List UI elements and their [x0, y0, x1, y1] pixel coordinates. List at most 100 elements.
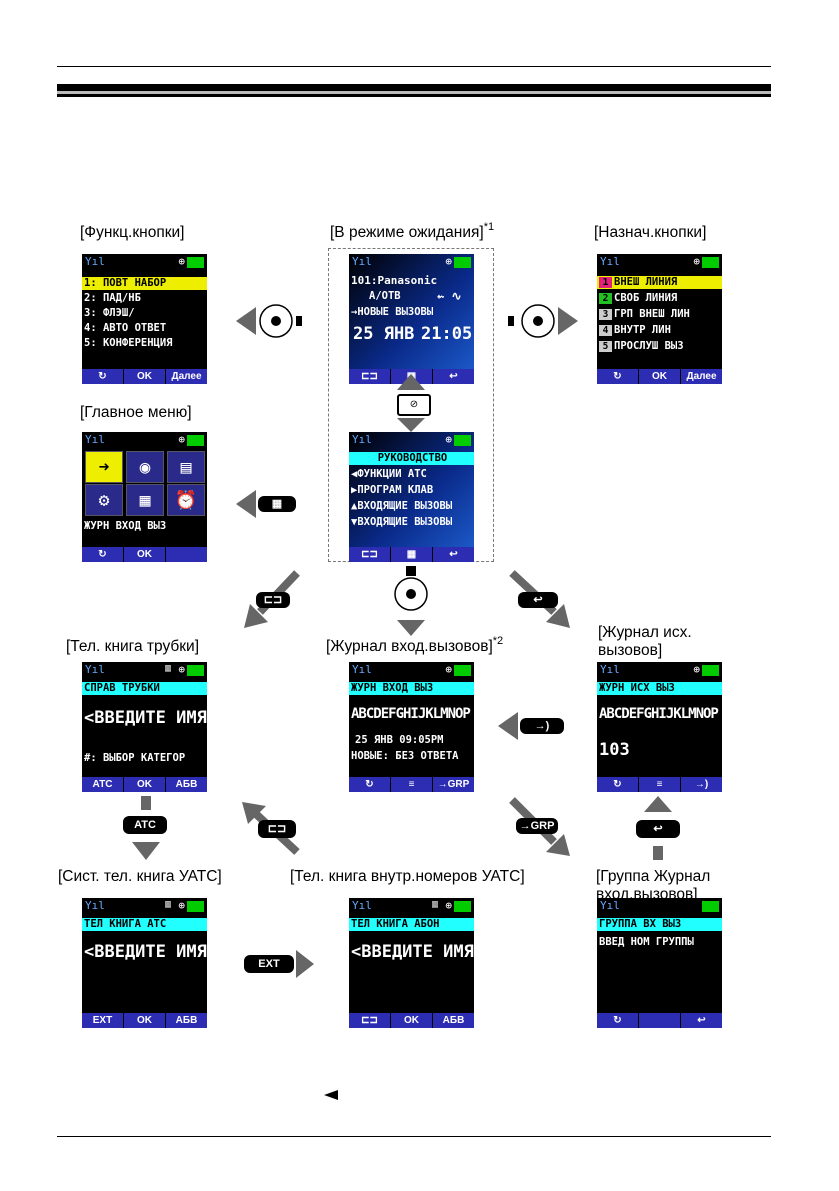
key-number: 4 — [599, 325, 612, 336]
arrow-diag-down-left — [244, 604, 268, 628]
battery-icon — [702, 257, 719, 268]
softkey-redial[interactable]: ↩ — [432, 369, 474, 384]
softkey-back[interactable]: ↻ — [613, 1015, 622, 1026]
softkey-ok[interactable]: OK — [123, 1013, 165, 1028]
alarm-icon[interactable]: ⏰ — [167, 484, 205, 516]
incoming-call-icon[interactable]: ➜ — [85, 451, 123, 483]
menu-row[interactable]: 3: ФЛЭШ/ — [84, 307, 135, 319]
call-arrow-icon: → — [351, 306, 358, 318]
guide-row[interactable]: ▲ВХОДЯЩИЕ ВЫЗОВЫ — [351, 500, 453, 512]
softkey-abc[interactable]: АБВ — [165, 1013, 207, 1028]
battery-icon — [187, 435, 204, 446]
calculator-icon[interactable]: ▦ — [126, 484, 164, 516]
softkey-empty — [165, 547, 207, 562]
softkey-back[interactable]: ↻ — [365, 779, 374, 790]
battery-icon — [454, 435, 471, 446]
arrow-right — [296, 950, 314, 978]
book-icon: ▥ — [164, 663, 171, 674]
caption-incoming-log: [Журнал вход.вызовов]*2 — [326, 635, 503, 657]
status-bar: Yıl⊕ — [597, 254, 722, 270]
incoming-title: ЖУРН ВХОД ВЫЗ — [349, 682, 474, 695]
ext-title: ТЕЛ КНИГА АБОН — [349, 918, 474, 931]
ext-prompt[interactable]: <ВВЕДИТЕ ИМЯ> — [351, 942, 474, 962]
status-bar: Yıl⊕ — [349, 432, 474, 448]
softkey-ok[interactable]: OK — [123, 547, 165, 562]
nav-key-icon: ⊕ — [178, 899, 185, 912]
softkey-menu[interactable]: ≡ — [638, 777, 680, 792]
antenna-icon: Yıl — [600, 255, 620, 268]
battery-icon — [454, 257, 471, 268]
softkey-phonebook[interactable]: ⊏⊐ — [361, 1015, 378, 1026]
guide-row[interactable]: ▶ПРОГРАМ КЛАВ — [351, 484, 434, 496]
menu-row[interactable]: 2: ПАД/НБ — [84, 292, 141, 304]
softkey-ok[interactable]: OK — [390, 1013, 432, 1028]
softkey-abc[interactable]: АБВ — [432, 1013, 474, 1028]
key-label: ПРОСЛУШ ВЫЗ — [614, 340, 684, 352]
incoming-status: НОВЫЕ: БЕЗ ОТВЕТА — [351, 750, 459, 762]
softkey-ok[interactable]: OK — [123, 369, 165, 384]
softkey-phonebook[interactable]: ⊏⊐ — [361, 549, 378, 560]
softkey-ok[interactable]: OK — [638, 369, 680, 384]
outgoing-number: 103 — [599, 740, 630, 760]
key-label: ВНУТР ЛИН — [614, 324, 671, 336]
arrow-down — [397, 418, 425, 432]
caption-standby: [В режиме ожидания]*1 — [330, 221, 494, 243]
phonebook-prompt[interactable]: <ВВЕДИТЕ ИМЯ> — [84, 708, 207, 728]
antenna-icon: Yıl — [600, 899, 620, 912]
key-label: ВНЕШ ЛИНИЯ — [614, 276, 678, 288]
phonebook-hint: #: ВЫБОР КАТЕГОР — [84, 752, 186, 764]
softkey-back[interactable]: ↻ — [613, 371, 622, 382]
settings-icon[interactable]: ⚙ — [85, 484, 123, 516]
softkey-call[interactable]: →) — [680, 777, 722, 792]
screen-group-log: Yıl ГРУППА ВХ ВЫЗ ВВЕД НОМ ГРУППЫ ↻ ↩ — [597, 898, 722, 1028]
nav-key-icon: ⊕ — [445, 255, 452, 268]
nav-key-icon: ⊕ — [693, 663, 700, 676]
guide-row[interactable]: ◀ФУНКЦИИ АТС — [351, 468, 427, 480]
arrow-right — [558, 307, 578, 335]
phonebook-icon[interactable]: ▤ — [167, 451, 205, 483]
group-prompt[interactable]: ВВЕД НОМ ГРУППЫ — [599, 936, 694, 948]
softkey-group[interactable]: →GRP — [432, 777, 474, 792]
status-bar: Yıl⊕ — [597, 662, 722, 678]
battery-icon — [187, 257, 204, 268]
softkey-phonebook[interactable]: ⊏⊐ — [361, 371, 378, 382]
arrow-up — [397, 374, 425, 390]
softkey-next[interactable]: Далее — [680, 369, 722, 384]
arrow-diag-down-right — [546, 834, 570, 856]
softkey-ok[interactable]: OK — [123, 777, 165, 792]
antenna-icon: Yıl — [352, 663, 372, 676]
softkey-redial[interactable]: ↩ — [680, 1013, 722, 1028]
softkey-redial[interactable]: ↩ — [432, 547, 474, 562]
nav-key-icon: ⊕ — [178, 663, 185, 676]
softkey-back[interactable]: ↻ — [613, 779, 622, 790]
softkey-ext[interactable]: EXT — [92, 1015, 113, 1026]
caption-incoming-log-text: [Журнал вход.вызовов] — [326, 638, 493, 655]
status-bar: Yıl▥⊕ — [82, 898, 207, 914]
softkey-back[interactable]: ↻ — [98, 549, 107, 560]
arrow-down — [397, 620, 425, 636]
antenna-icon: Yıl — [85, 899, 105, 912]
guide-row[interactable]: ▼ВХОДЯЩИЕ ВЫЗОВЫ — [351, 516, 453, 528]
softkey-next[interactable]: Далее — [165, 369, 207, 384]
ringer-icon[interactable]: ◉ — [126, 451, 164, 483]
small-pointer-icon — [324, 1090, 338, 1100]
softkey-back[interactable]: ↻ — [98, 371, 107, 382]
menu-row[interactable]: 4: АВТО ОТВЕТ — [84, 322, 167, 334]
status-bar: Yıl▥⊕ — [82, 662, 207, 678]
menu-row[interactable]: 5: КОНФЕРЕНЦИЯ — [84, 337, 173, 349]
softkey-menu[interactable]: ▦ — [390, 547, 432, 562]
softkey-pbx[interactable]: АТС — [92, 779, 113, 790]
softkey-menu[interactable]: ≡ — [390, 777, 432, 792]
caption-outgoing-log: [Журнал исх. вызовов] — [598, 624, 692, 659]
standby-new-calls-label: НОВЫЕ ВЫЗОВЫ — [357, 306, 434, 318]
softkey-abc[interactable]: АБВ — [165, 777, 207, 792]
menu-row[interactable]: 1: ПОВТ НАБОР — [82, 277, 207, 290]
pbx-prompt[interactable]: <ВВЕДИТЕ ИМЯ> — [84, 942, 207, 962]
caption-standby-text: [В режиме ожидания] — [330, 224, 484, 241]
